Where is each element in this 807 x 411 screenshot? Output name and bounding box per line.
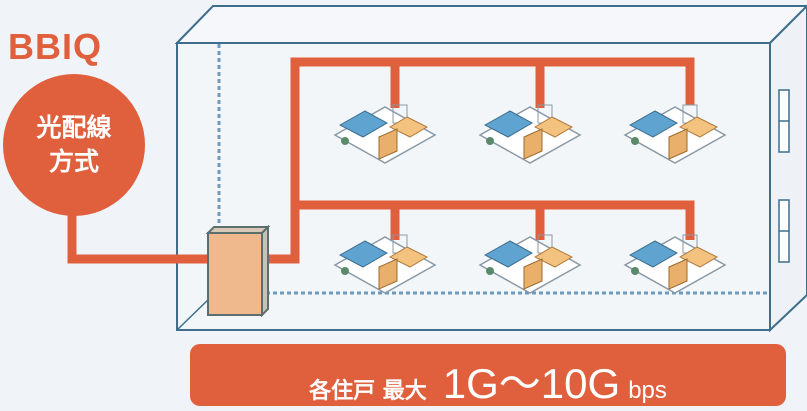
apartment-unit [478, 234, 582, 294]
bed [483, 240, 534, 268]
bed [628, 110, 679, 138]
method-line2: 方式 [48, 147, 99, 176]
brand-label: BBIQ [8, 26, 102, 67]
speed-banner: 各住戸 最大 1G～10G bps [190, 344, 786, 407]
apartment-unit [333, 104, 437, 164]
building [174, 4, 807, 333]
apartment-unit [623, 234, 727, 294]
dresser [523, 128, 543, 160]
apartment-unit [333, 234, 437, 294]
plant-icon [486, 267, 494, 275]
dresser [668, 128, 688, 160]
plant-icon [631, 137, 639, 145]
banner-unit: bps [628, 377, 667, 404]
apartment-unit [623, 104, 727, 164]
method-line1: 光配線 [36, 113, 112, 142]
dresser [668, 258, 688, 290]
dresser [378, 128, 398, 160]
bed [338, 110, 389, 138]
dotted-lines [217, 44, 770, 295]
fiber-lines [67, 57, 695, 264]
bed [628, 240, 679, 268]
plant-icon [341, 267, 349, 275]
apartment-unit [478, 104, 582, 164]
desk [678, 246, 719, 268]
plant-icon [631, 267, 639, 275]
method-badge: 光配線 方式 [3, 74, 145, 216]
banner-speed: 1G～10G [442, 360, 621, 407]
dresser [523, 258, 543, 290]
desk [533, 116, 574, 138]
bed [483, 110, 534, 138]
desk [678, 116, 719, 138]
side-windows [778, 89, 790, 263]
banner-prefix: 各住戸 最大 [309, 379, 427, 404]
onu-box [205, 224, 271, 318]
dresser [378, 258, 398, 290]
desk [533, 246, 574, 268]
plant-icon [341, 137, 349, 145]
bed [338, 240, 389, 268]
desk [388, 116, 429, 138]
plant-icon [486, 137, 494, 145]
desk [388, 246, 429, 268]
